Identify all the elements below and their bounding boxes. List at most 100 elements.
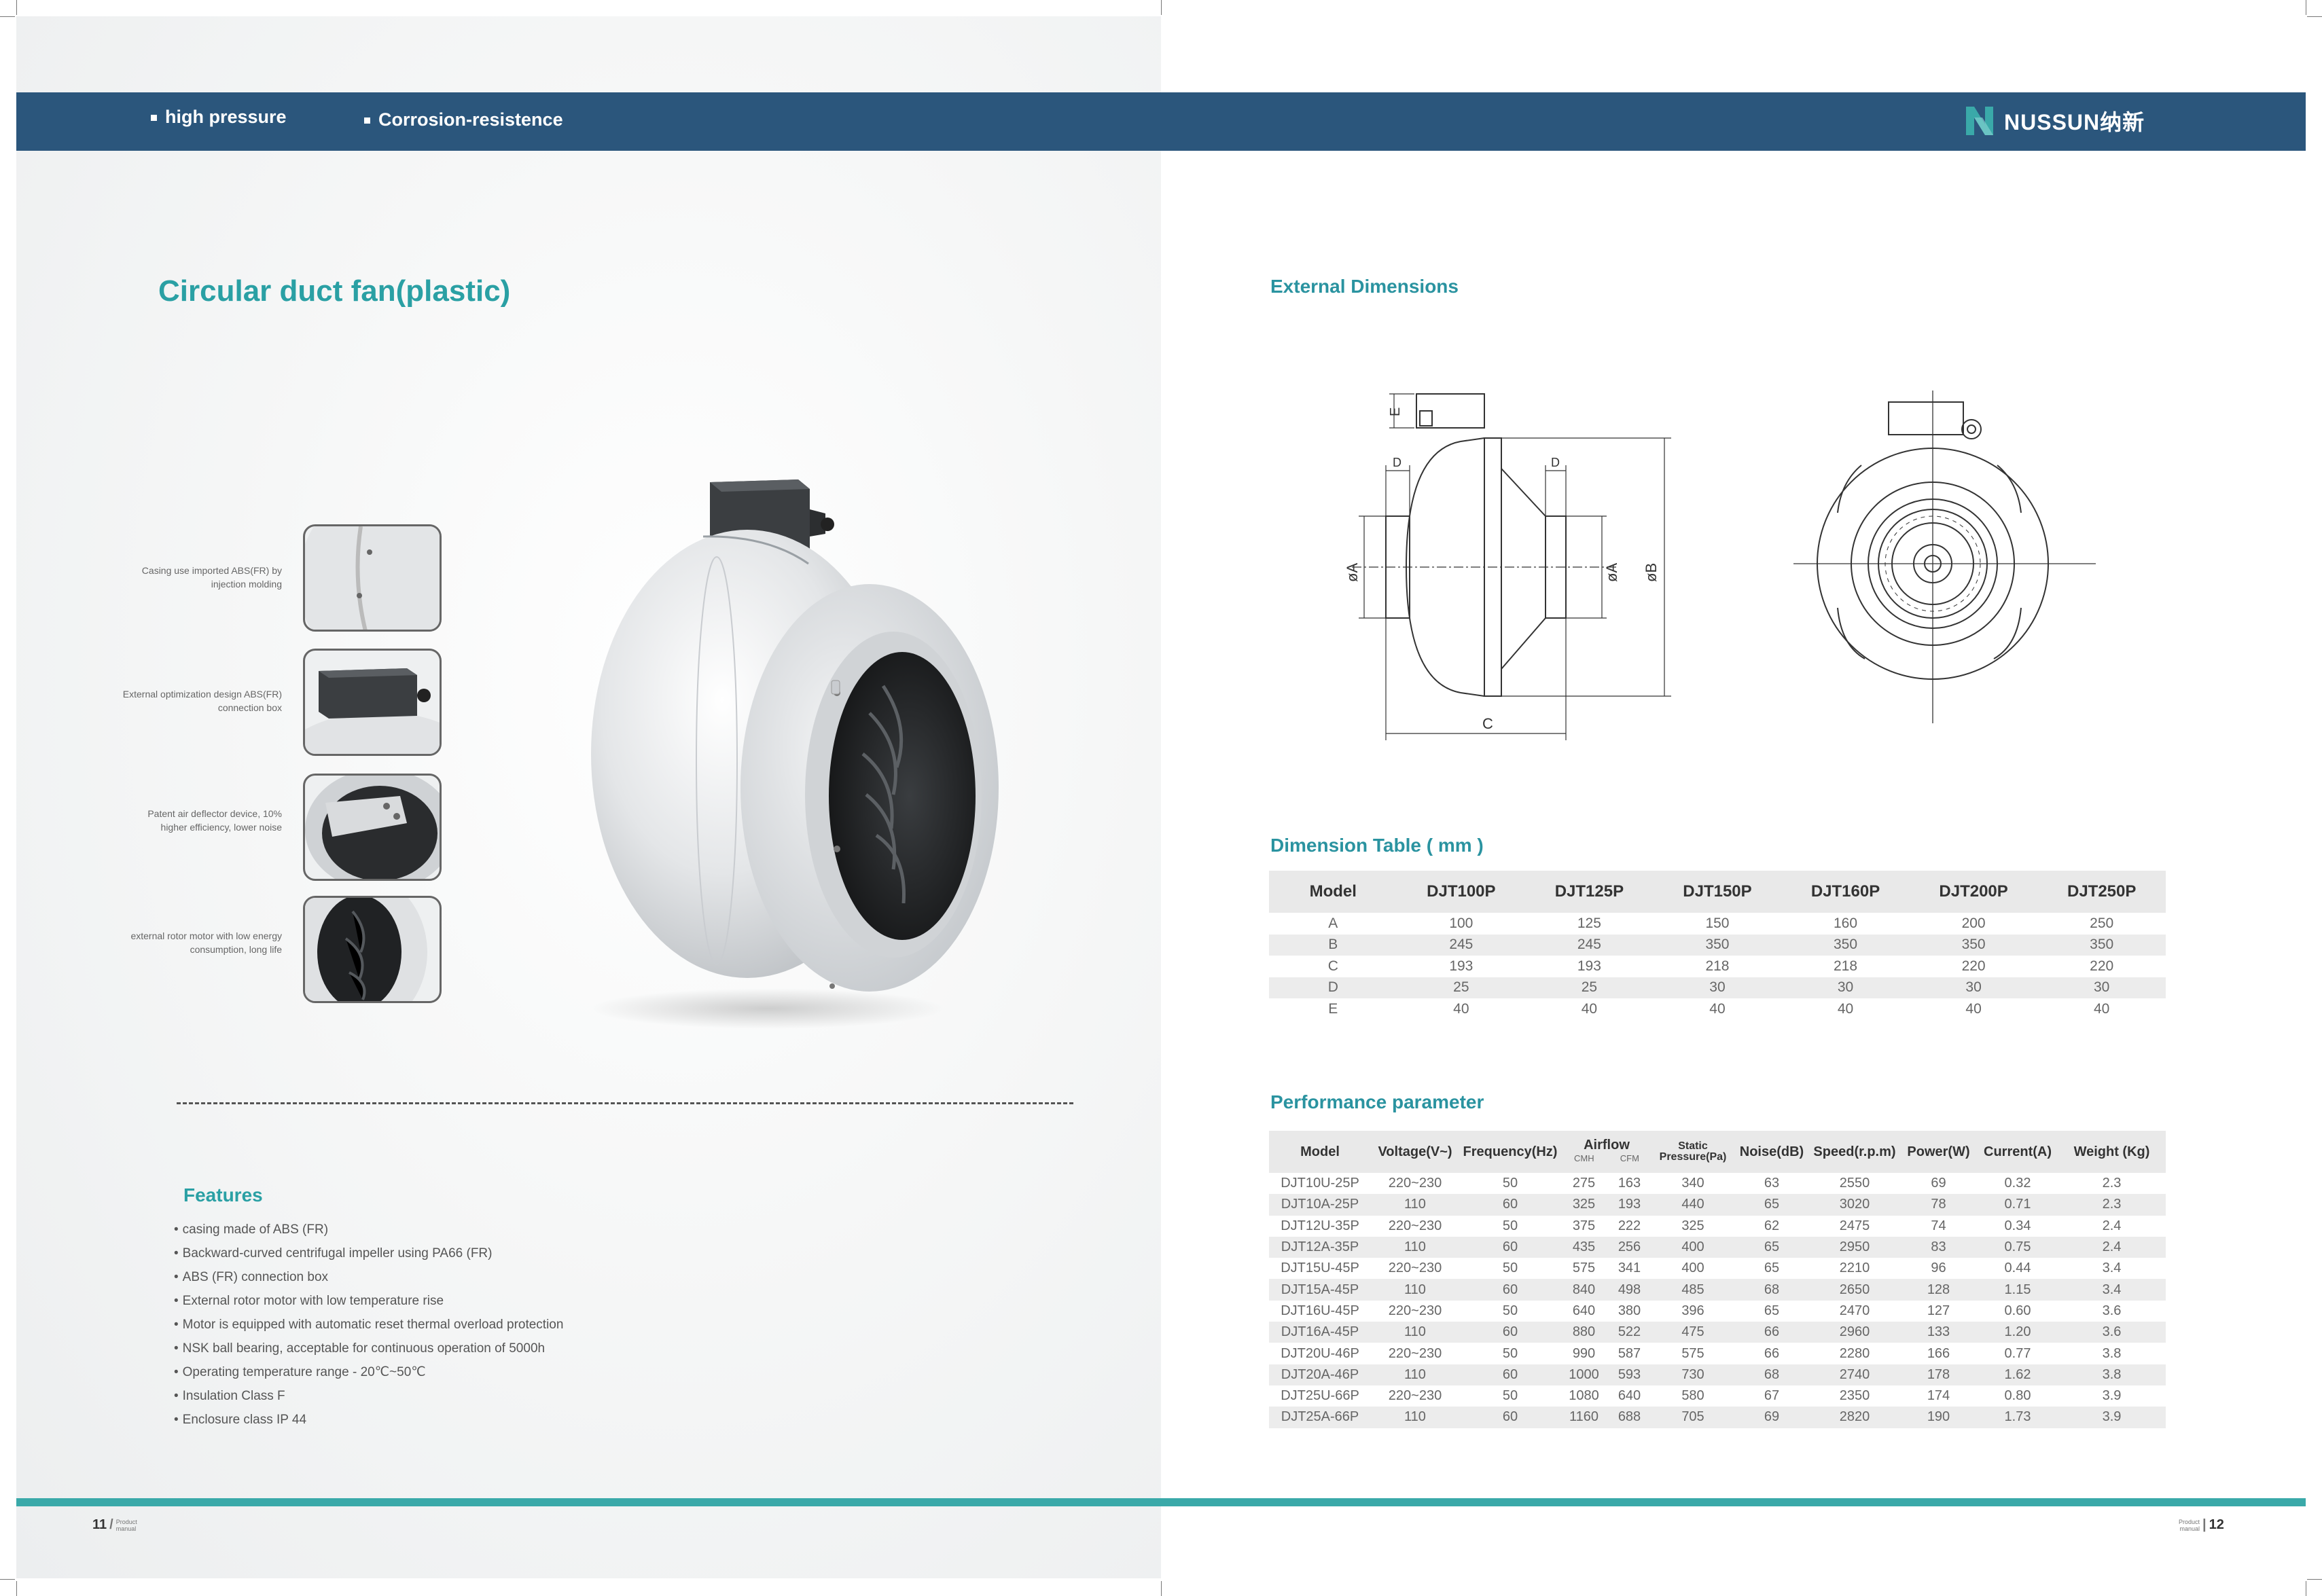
table-cell: 60 (1459, 1364, 1561, 1385)
column-header-airflow: Airflow CMH CFM (1561, 1131, 1652, 1173)
table-cell: 40 (1581, 1000, 1598, 1017)
table-cell: 65 (1764, 1303, 1780, 1318)
table-cell: 127 (1927, 1303, 1950, 1318)
table-cell: DJT16A-45P (1269, 1322, 1371, 1343)
table-cell: 580 (1681, 1388, 1704, 1404)
table-cell: 990 (1572, 1345, 1596, 1361)
crop-mark (0, 16, 15, 17)
thumbnail-rotor-motor (303, 896, 442, 1003)
table-cell: 3.8 (2058, 1364, 2166, 1385)
bullet-square-icon (151, 115, 157, 122)
tag-label: Corrosion-resistence (378, 109, 563, 130)
features-list: casing made of ABS (FR) Backward-curved … (174, 1218, 564, 1432)
callout-text: Casing use imported ABS(FR) by injection… (141, 565, 282, 590)
table-cell: 110 (1371, 1194, 1459, 1216)
table-cell: B (1269, 934, 1397, 956)
airflow-label: Airflow (1584, 1138, 1630, 1153)
thumbnail-connection-box (303, 649, 442, 756)
table-cell: 96 (1931, 1261, 1946, 1276)
performance-heading: Performance parameter (1270, 1091, 1484, 1112)
thumbnail-air-deflector (303, 774, 442, 881)
table-cell: 66 (1734, 1322, 1810, 1343)
label-e: E (1388, 407, 1403, 416)
duct-fan-product-image (591, 479, 999, 1029)
table-cell: 0.32 (2004, 1176, 2031, 1191)
table-cell: 1.20 (1978, 1322, 2058, 1343)
label-d-right: D (1551, 456, 1560, 469)
table-cell: 63 (1764, 1176, 1780, 1191)
table-cell: 178 (1899, 1364, 1978, 1385)
table-cell: 40 (2094, 1000, 2110, 1017)
crop-mark (1161, 0, 1162, 15)
table-cell: 60 (1459, 1407, 1561, 1428)
label-a-left: øA (1344, 563, 1361, 582)
table-cell: 3020 (1810, 1194, 1899, 1216)
label-a-right: øA (1603, 563, 1620, 582)
table-cell: 245 (1397, 934, 1526, 956)
brand-logo: NUSSUN纳新 (1963, 102, 2145, 140)
table-cell: 730 (1652, 1364, 1734, 1385)
table-cell: 222 (1618, 1218, 1641, 1233)
table-cell: 50 (1502, 1303, 1518, 1318)
feature-item: Enclosure class IP 44 (174, 1408, 563, 1432)
table-cell: 587 (1618, 1345, 1641, 1361)
table-cell: 25 (1525, 977, 1654, 998)
table-cell: 40 (1965, 1000, 1982, 1017)
table-cell: 78 (1899, 1194, 1978, 1216)
table-cell: 3.8 (2102, 1345, 2122, 1361)
table-cell: 50 (1502, 1388, 1518, 1404)
table-cell: 50 (1502, 1261, 1518, 1276)
table-cell: 83 (1899, 1236, 1978, 1258)
table-cell: 100 (1449, 915, 1473, 931)
table-cell: 40 (1453, 1000, 1469, 1017)
header-bar (16, 92, 2306, 151)
table-cell: 190 (1899, 1407, 1978, 1428)
table-cell: DJT10U-25P (1281, 1176, 1359, 1191)
table-cell: DJT12U-35P (1281, 1218, 1359, 1233)
table-cell: 220~230 (1388, 1176, 1442, 1191)
table-cell: 69 (1734, 1407, 1810, 1428)
table-cell: 498 (1607, 1279, 1652, 1301)
page-separator: / (109, 1517, 113, 1532)
column-header: DJT150P (1653, 871, 1782, 913)
table-cell: 67 (1764, 1388, 1780, 1404)
table-cell: 133 (1899, 1322, 1978, 1343)
table-cell: 2475 (1839, 1218, 1870, 1233)
table-cell: 30 (2037, 977, 2166, 998)
footer-bar (16, 1498, 2306, 1506)
page-separator: | (2202, 1517, 2207, 1532)
table-cell: 2650 (1810, 1279, 1899, 1301)
table-cell: 705 (1652, 1407, 1734, 1428)
table-cell: 250 (2090, 915, 2114, 931)
table-cell: 2470 (1839, 1303, 1870, 1318)
table-cell: 66 (1764, 1345, 1780, 1361)
table-cell: 3.6 (2102, 1303, 2122, 1318)
table-cell: 163 (1618, 1176, 1641, 1191)
tag-label: high pressure (165, 107, 287, 127)
external-dimensions-heading: External Dimensions (1270, 276, 1459, 297)
right-page-background (1161, 16, 2306, 1578)
table-cell: 3.6 (2058, 1322, 2166, 1343)
table-cell: 275 (1572, 1176, 1596, 1191)
table-cell: 0.44 (2004, 1261, 2031, 1276)
table-cell: 110 (1371, 1279, 1459, 1301)
table-cell: 50 (1502, 1345, 1518, 1361)
table-cell: 110 (1371, 1236, 1459, 1258)
table-cell: 640 (1572, 1303, 1596, 1318)
table-cell: 2.3 (2102, 1176, 2122, 1191)
table-cell: DJT10A-25P (1269, 1194, 1371, 1216)
page-number-left: 11 / Product manual (92, 1517, 149, 1533)
table-cell: 40 (1837, 1000, 1854, 1017)
callout-connection-box: External optimization design ABS(FR) con… (119, 687, 282, 714)
page-number-right: Product manual | 12 (2167, 1517, 2224, 1533)
table-cell: 575 (1681, 1345, 1704, 1361)
